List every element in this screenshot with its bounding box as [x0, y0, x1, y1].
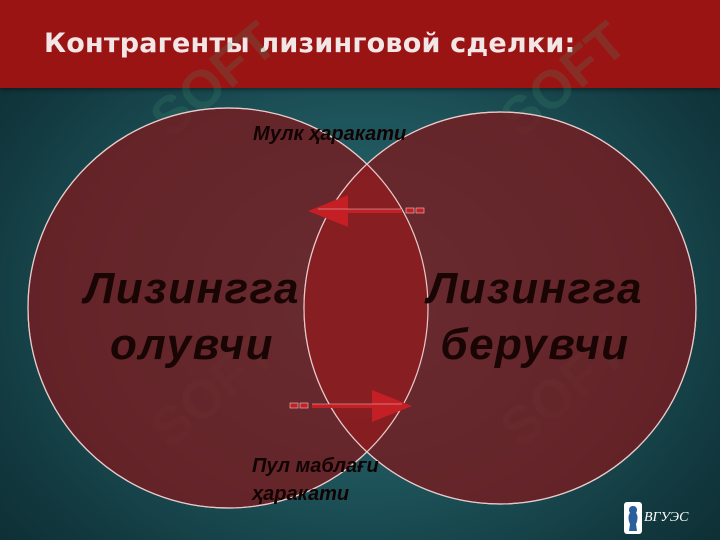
property-flow-label: Мулк ҳаракати — [253, 123, 407, 145]
lessor-label-line2: берувчи — [440, 320, 630, 369]
header-bar: Контрагенты лизинговой сделки: — [0, 0, 720, 88]
lessee-label-line1: Лизингга — [84, 264, 300, 313]
lessee-label-line2: олувчи — [109, 320, 275, 369]
money-flow-label-line2: ҳаракати — [252, 483, 350, 505]
logo-text: ВГУЭС — [644, 510, 689, 525]
university-logo: ВГУЭС — [624, 502, 700, 536]
bottom-flow-arrow — [289, 390, 412, 422]
top-flow-arrow — [308, 195, 425, 227]
money-flow-label-line1: Пул маблағи — [252, 455, 379, 477]
page-title: Контрагенты лизинговой сделки: — [44, 28, 576, 59]
lessor-label-line1: Лизингга — [427, 264, 643, 313]
university-logo-icon — [624, 502, 642, 534]
